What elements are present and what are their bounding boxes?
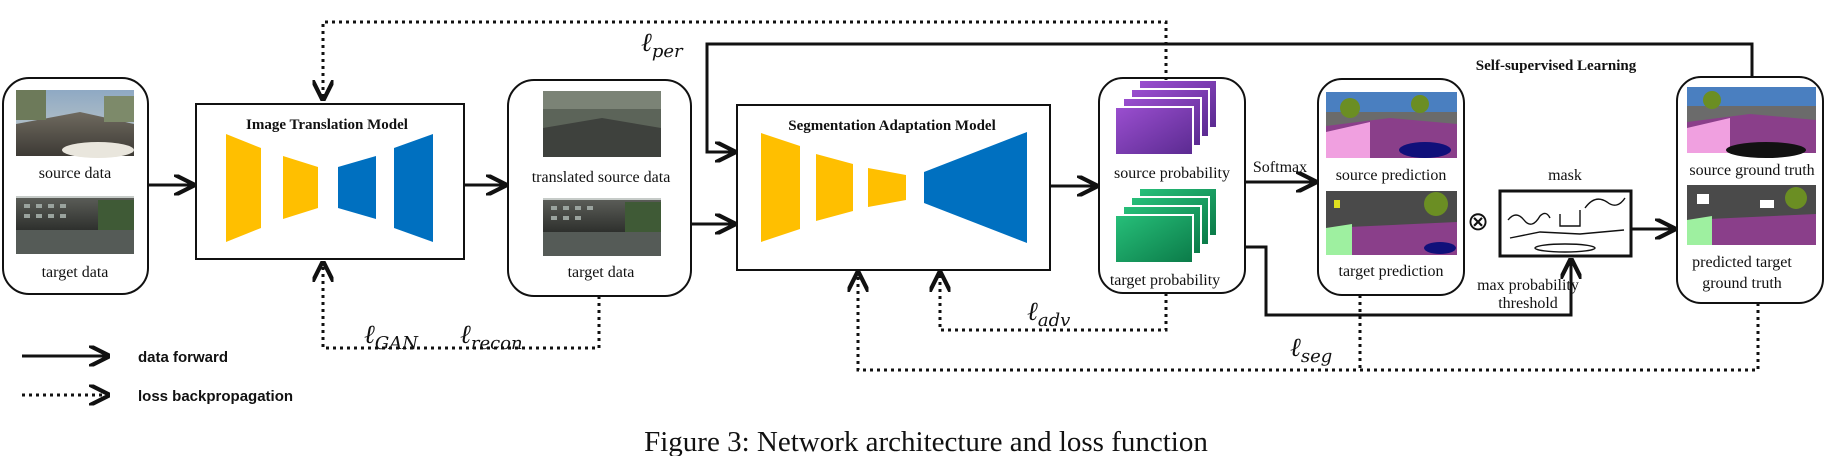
legend-data-forward: data forward: [138, 349, 228, 366]
data-forward-arrows: [148, 42, 1754, 317]
threshold-label-line1: max probability: [1477, 277, 1579, 294]
seg-encoder-block-3: [868, 168, 906, 207]
per-loss-label: ℓper: [641, 28, 684, 62]
source-ground-truth-image: [1687, 87, 1816, 158]
prediction-box-frame: [1317, 78, 1465, 296]
translated-data-box: translated source data target data: [507, 79, 692, 297]
translated-target-image: [543, 198, 661, 256]
per-loss-base: ℓ: [641, 28, 652, 58]
translated-source-image: [543, 91, 661, 157]
source-probability-stack: [1114, 79, 1218, 156]
softmax-label: Softmax: [1253, 159, 1307, 176]
predicted-target-label-line2: ground truth: [1702, 275, 1782, 292]
gan-loss-label: ℓGAN: [364, 320, 419, 354]
decoder-block-1: [338, 156, 376, 219]
encoder-block-1: [226, 134, 261, 242]
probability-box: source probability target probability: [1098, 77, 1246, 294]
seg-encoder-block-2: [816, 154, 853, 221]
input-data-box: source data target data: [2, 77, 149, 295]
mask-contours: [1507, 197, 1626, 253]
mask-image: [1498, 189, 1633, 258]
target-image: [16, 196, 134, 254]
target-probability-stack: [1114, 187, 1218, 264]
self-supervised-label: Self-supervised Learning: [1476, 58, 1637, 74]
arrow-per-loss: [323, 20, 1168, 99]
adv-loss-label: ℓadv: [1027, 297, 1070, 331]
source-prediction-label: source prediction: [1336, 167, 1447, 184]
mask-label: mask: [1548, 167, 1582, 184]
arrow-self-supervised-feedback: [705, 42, 1754, 152]
seg-encoder-block-1: [761, 133, 800, 242]
gan-loss-base: ℓ: [364, 320, 375, 350]
source-prediction-image: [1326, 92, 1457, 158]
target-data-label: target data: [42, 264, 109, 281]
adv-loss-base: ℓ: [1027, 297, 1038, 327]
arrow-threshold-to-mask: [1245, 245, 1571, 317]
source-probability-label: source probability: [1114, 165, 1230, 182]
arrow-gan-recon-loss: [323, 263, 601, 350]
recon-loss-label: ℓrecon: [460, 320, 523, 354]
segmentation-title: Segmentation Adaptation Model: [788, 118, 996, 134]
image-translation-frame: [195, 103, 465, 260]
ground-truth-box-frame: [1676, 76, 1824, 304]
translated-source-label: translated source data: [532, 169, 671, 186]
seg-loss-sub: seg: [1301, 346, 1332, 367]
source-image: [16, 90, 134, 158]
translated-target-label: target data: [568, 264, 635, 281]
recon-loss-sub: recon: [471, 333, 523, 354]
multiply-symbol: ⊗: [1467, 207, 1489, 236]
target-probability-label: target probability: [1110, 272, 1220, 289]
arrow-adv-loss: [940, 273, 1168, 332]
loss-backprop-arrows: [323, 20, 1760, 372]
predicted-target-label-line1: predicted target: [1692, 254, 1792, 271]
ground-truth-box: source ground truth predicted target gro…: [1676, 76, 1824, 304]
seg-loss-base: ℓ: [1290, 333, 1301, 363]
probability-box-frame: [1098, 77, 1246, 294]
image-translation-title: Image Translation Model: [246, 117, 408, 133]
recon-loss-base: ℓ: [460, 320, 471, 350]
source-data-label: source data: [39, 165, 111, 182]
source-ground-truth-label: source ground truth: [1689, 162, 1814, 179]
per-loss-sub: per: [652, 41, 684, 62]
arrow-seg-loss: [858, 273, 1760, 372]
segmentation-adaptation-model: Segmentation Adaptation Model: [736, 104, 1051, 271]
seg-loss-label: ℓseg: [1290, 333, 1332, 367]
figure-caption: Figure 3: Network architecture and loss …: [644, 426, 1208, 456]
predicted-target-ground-truth-image: [1687, 185, 1816, 245]
encoder-block-2: [283, 156, 318, 219]
adv-loss-sub: adv: [1038, 310, 1070, 331]
decoder-block-2: [394, 134, 433, 242]
legend: data forward loss backpropagation: [22, 349, 293, 405]
prediction-box: source prediction target prediction: [1317, 78, 1465, 296]
image-translation-model: Image Translation Model: [195, 103, 465, 260]
target-prediction-label: target prediction: [1339, 263, 1444, 280]
threshold-label-line2: threshold: [1498, 295, 1558, 312]
mask-panel: mask ⊗ max probability threshold: [1467, 167, 1633, 312]
seg-decoder-block: [924, 132, 1027, 243]
target-prediction-image: [1326, 191, 1457, 255]
legend-loss-backpropagation: loss backpropagation: [138, 388, 293, 405]
gan-loss-sub: GAN: [375, 333, 419, 354]
